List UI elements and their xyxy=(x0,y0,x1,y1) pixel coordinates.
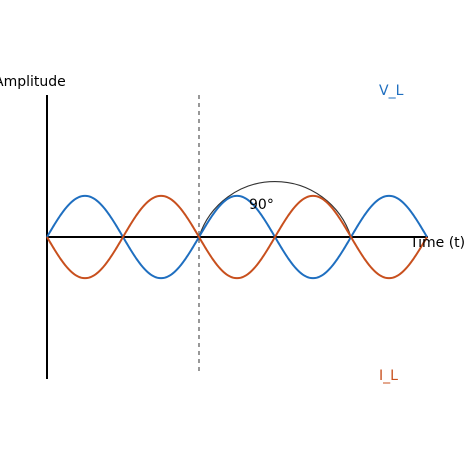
phase-annotation: 90° xyxy=(249,197,274,213)
phase-arc xyxy=(198,180,352,238)
legend-v-l: V_L xyxy=(379,83,404,99)
y-axis-label: Amplitude xyxy=(0,74,66,90)
series-line-v-l xyxy=(46,194,428,280)
x-axis-label: Time (t) xyxy=(409,235,465,251)
series-line-i-l xyxy=(46,194,428,280)
legend-i-l: I_L xyxy=(379,368,398,384)
